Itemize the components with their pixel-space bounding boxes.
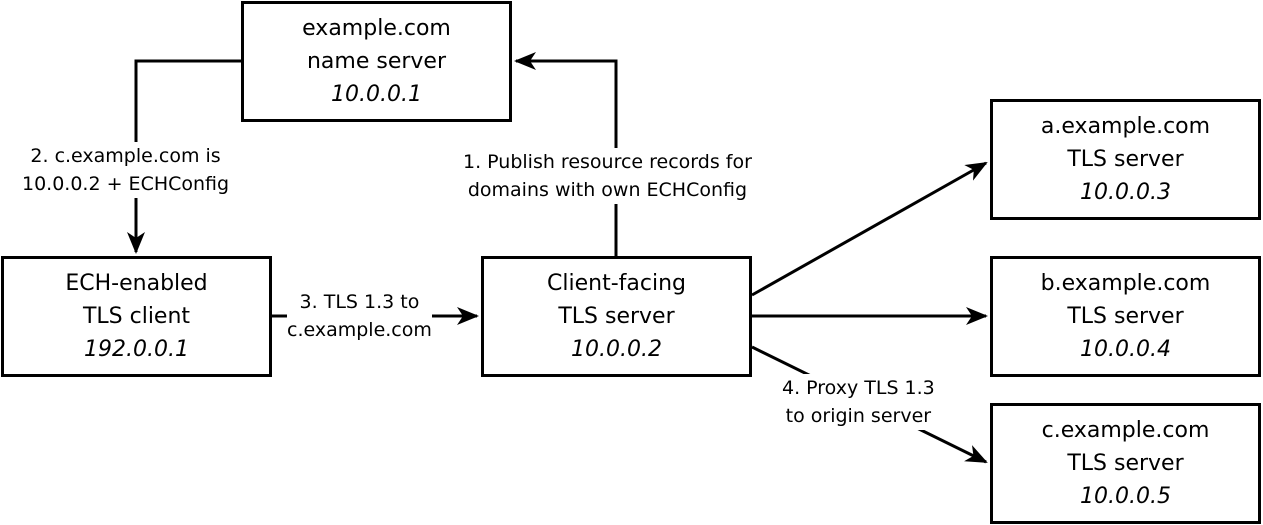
server-a-domain: a.example.com (1040, 114, 1211, 139)
step1-line2: domains with own ECHConfig (467, 179, 748, 201)
server-b-ip: 10.0.0.4 (1080, 337, 1171, 362)
client-ip: 192.0.0.1 (84, 337, 189, 362)
edge-to-server-a (751, 161, 988, 297)
client-facing-ip: 10.0.0.2 (571, 337, 662, 362)
name-server-domain: example.com (302, 16, 451, 41)
client-facing-server-node: Client-facing TLS server 10.0.0.2 (481, 256, 752, 377)
step4-line1: 4. Proxy TLS 1.3 (782, 377, 935, 399)
step2-line1: 2. c.example.com is (30, 145, 221, 167)
server-a-node: a.example.com TLS server 10.0.0.3 (990, 99, 1261, 220)
step2-label: 2. c.example.com is 10.0.0.2 + ECHConfig (20, 142, 232, 198)
server-c-domain: c.example.com (1041, 418, 1210, 443)
client-facing-line2: TLS server (558, 304, 675, 329)
name-server-node: example.com name server 10.0.0.1 (241, 1, 512, 122)
client-facing-line1: Client-facing (547, 271, 686, 296)
name-server-role: name server (306, 49, 447, 74)
step3-line1: 3. TLS 1.3 to (299, 291, 420, 313)
server-c-role: TLS server (1067, 451, 1184, 476)
client-line1: ECH-enabled (65, 271, 208, 296)
server-b-node: b.example.com TLS server 10.0.0.4 (990, 256, 1261, 377)
client-line2: TLS client (82, 304, 191, 329)
server-b-domain: b.example.com (1040, 271, 1211, 296)
step4-line2: to origin server (785, 405, 932, 427)
server-c-node: c.example.com TLS server 10.0.0.5 (990, 403, 1261, 524)
ech-client-node: ECH-enabled TLS client 192.0.0.1 (1, 256, 272, 377)
step1-line1: 1. Publish resource records for (463, 151, 752, 173)
server-a-role: TLS server (1067, 147, 1184, 172)
step1-label: 1. Publish resource records for domains … (463, 148, 752, 204)
step2-line2: 10.0.0.2 + ECHConfig (22, 173, 230, 195)
step3-line2: c.example.com (287, 319, 432, 341)
step3-label: 3. TLS 1.3 to c.example.com (287, 288, 432, 344)
name-server-ip: 10.0.0.1 (331, 82, 422, 107)
server-b-role: TLS server (1067, 304, 1184, 329)
server-a-ip: 10.0.0.3 (1080, 180, 1171, 205)
server-c-ip: 10.0.0.5 (1080, 484, 1171, 509)
step4-label: 4. Proxy TLS 1.3 to origin server (782, 374, 935, 430)
